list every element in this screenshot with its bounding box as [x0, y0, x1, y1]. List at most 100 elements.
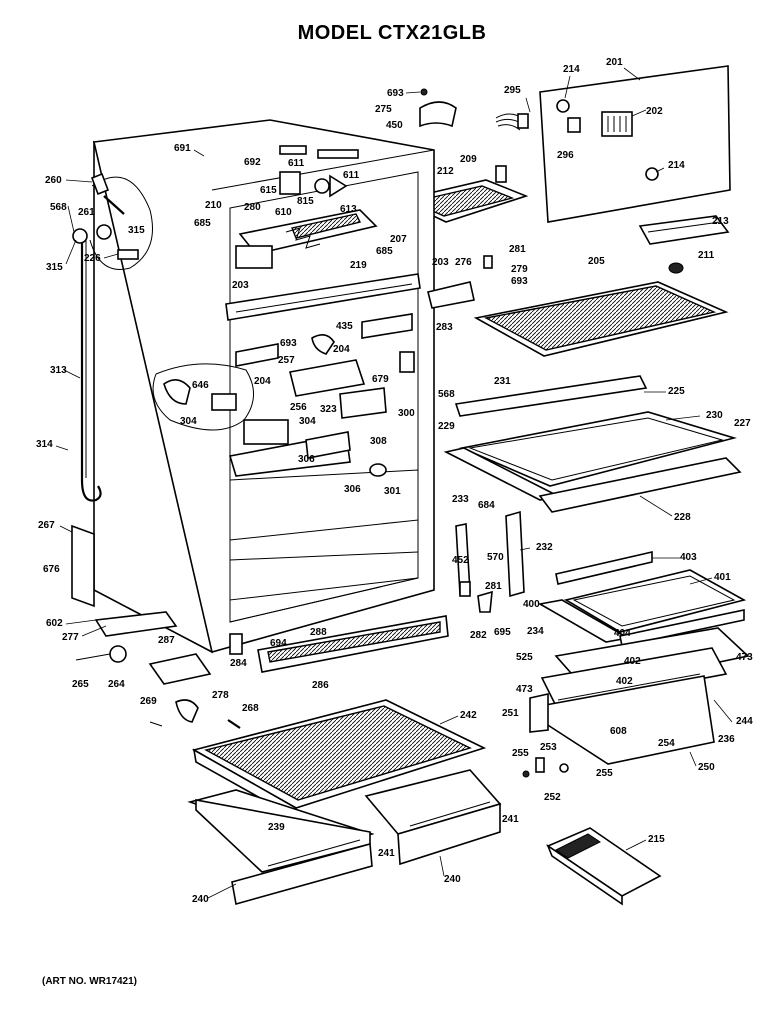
label-277: 277 [62, 632, 79, 643]
label-251: 251 [502, 708, 519, 719]
label-684: 684 [478, 500, 495, 511]
label-313: 313 [50, 365, 67, 376]
label-275: 275 [375, 104, 392, 115]
label-306-a: 306 [298, 454, 315, 465]
label-452: 452 [452, 555, 469, 566]
label-205: 205 [588, 256, 605, 267]
label-693-c: 693 [280, 338, 297, 349]
label-230: 230 [706, 410, 723, 421]
label-261: 261 [78, 207, 95, 218]
label-240-a: 240 [192, 894, 209, 905]
label-213: 213 [712, 216, 729, 227]
label-304-a: 304 [180, 416, 197, 427]
label-239: 239 [268, 822, 285, 833]
label-815: 815 [297, 196, 314, 207]
label-227: 227 [734, 418, 751, 429]
screw-268 [149, 719, 241, 729]
label-525: 525 [516, 652, 533, 663]
label-615: 615 [260, 185, 277, 196]
evaporator-207 [235, 209, 378, 269]
callout-bubble-left [72, 172, 153, 270]
label-402-a: 402 [624, 656, 641, 667]
bracket-276 [427, 255, 493, 309]
label-695: 695 [494, 627, 511, 638]
label-401: 401 [714, 572, 731, 583]
label-300: 300 [398, 408, 415, 419]
label-323: 323 [320, 404, 337, 415]
label-693-a: 693 [387, 88, 404, 99]
cover-213 [638, 215, 730, 245]
label-215: 215 [648, 834, 665, 845]
label-694: 694 [270, 638, 287, 649]
diagram-title: MODEL CTX21GLB [297, 22, 487, 44]
label-400: 400 [523, 599, 540, 610]
wire-shelf-205 [473, 281, 729, 357]
label-304-b: 304 [299, 416, 316, 427]
label-241-b: 241 [378, 848, 395, 859]
label-435: 435 [336, 321, 353, 332]
label-286: 286 [312, 680, 329, 691]
label-315-a: 315 [128, 225, 145, 236]
label-203-b: 203 [232, 280, 249, 291]
fan-motor-610 [279, 145, 359, 198]
label-204-b: 204 [254, 376, 271, 387]
label-207: 207 [390, 234, 407, 245]
callout-bubble-thermostat [152, 363, 351, 477]
label-253: 253 [540, 742, 557, 753]
label-201: 201 [606, 57, 623, 68]
label-264: 264 [108, 679, 125, 690]
label-226: 226 [84, 253, 101, 264]
label-610: 610 [275, 207, 292, 218]
hinge-278 [175, 699, 199, 723]
label-203-a: 203 [432, 257, 449, 268]
damper-275 [419, 88, 457, 128]
label-284: 284 [230, 658, 247, 669]
knob-301 [369, 463, 387, 477]
label-265: 265 [72, 679, 89, 690]
label-278: 278 [212, 690, 229, 701]
label-233: 233 [452, 494, 469, 505]
label-219: 219 [350, 260, 367, 271]
label-692: 692 [244, 157, 261, 168]
shelf-401 [537, 550, 747, 647]
label-287: 287 [158, 635, 175, 646]
label-646: 646 [192, 380, 209, 391]
label-403: 403 [680, 552, 697, 563]
label-276: 276 [455, 257, 472, 268]
label-244: 244 [736, 716, 753, 727]
label-267: 267 [38, 520, 55, 531]
label-256: 256 [290, 402, 307, 413]
label-225: 225 [668, 386, 685, 397]
label-242: 242 [460, 710, 477, 721]
label-685-a: 685 [194, 218, 211, 229]
label-234: 234 [527, 626, 544, 637]
roller-264 [75, 645, 127, 663]
meat-pan-250 [529, 627, 750, 765]
label-473-b: 473 [736, 652, 753, 663]
label-450: 450 [386, 120, 403, 131]
crisper-drawer-left-240 [187, 789, 375, 906]
label-254: 254 [658, 738, 675, 749]
rail-203 [225, 273, 421, 321]
label-204-a: 204 [333, 344, 350, 355]
control-panel-201 [539, 65, 731, 223]
label-236: 236 [718, 734, 735, 745]
label-288: 288 [310, 627, 327, 638]
crisper-drawer-right-240 [364, 769, 502, 866]
label-281-a: 281 [509, 244, 526, 255]
leader-lines [55, 67, 733, 899]
shelf-230 [443, 375, 742, 513]
hose-313 [80, 240, 102, 502]
label-260-a: 260 [45, 175, 62, 186]
label-269: 269 [140, 696, 157, 707]
label-231: 231 [494, 376, 511, 387]
label-232: 232 [536, 542, 553, 553]
label-212: 212 [437, 166, 454, 177]
label-613: 613 [340, 204, 357, 215]
art-number: (ART NO. WR17421) [42, 976, 138, 987]
bracket-287 [148, 653, 212, 685]
hardware-253 [522, 757, 569, 778]
label-202: 202 [646, 106, 663, 117]
label-229: 229 [438, 421, 455, 432]
label-315-b: 315 [46, 262, 63, 273]
